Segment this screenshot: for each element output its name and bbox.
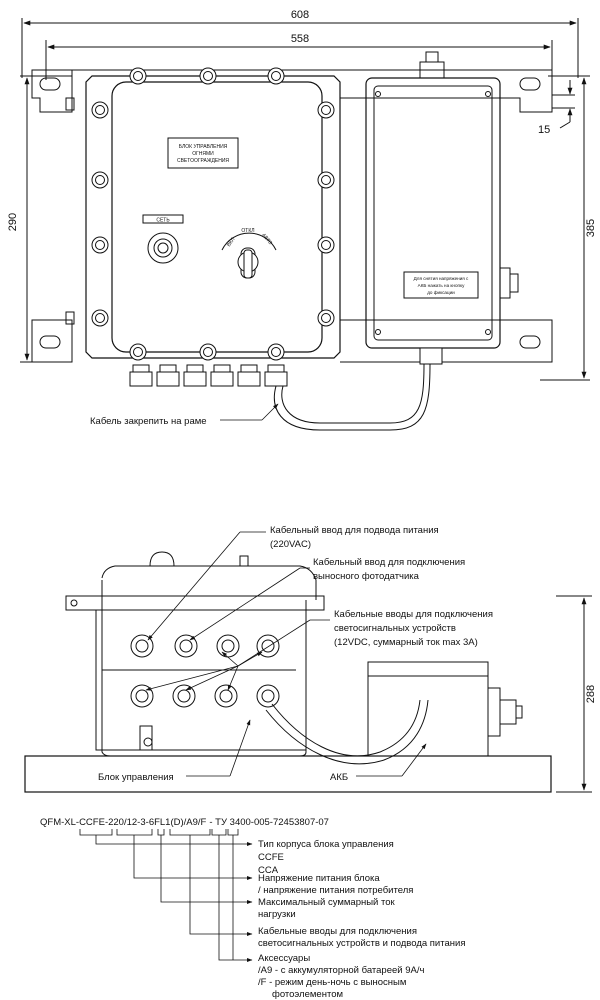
- desc5-line-4: фотоэлементом: [272, 989, 343, 1000]
- dim-385-label: 385: [585, 219, 597, 237]
- cable-top: [273, 363, 431, 431]
- nameplate-line-1: БЛОК УПРАВЛЕНИЯ: [179, 144, 228, 150]
- callout-signal-line-1: Кабельные вводы для подключения: [334, 609, 493, 620]
- label-control-unit: Блок управления: [98, 772, 174, 783]
- dim-558-label: 558: [291, 33, 309, 45]
- side-view: [24, 531, 592, 793]
- battery-note-line-3: до фиксации: [427, 290, 455, 295]
- cable-note: Кабель закрепить на раме: [90, 416, 207, 427]
- dimension-608: [21, 18, 579, 78]
- battery-box-top: [365, 51, 519, 365]
- dimension-290: [20, 75, 72, 363]
- desc3-line-2: нагрузки: [258, 909, 296, 920]
- desc5-line-3: /F - режим день-ночь с выносным: [258, 977, 406, 988]
- desc1-line-3: CCA: [258, 865, 279, 876]
- switch-auto-label: АВТО: [260, 232, 273, 246]
- callout-lines-side: [145, 531, 427, 777]
- switch-on-label: ВКЛ: [226, 237, 236, 248]
- net-label: СЕТЬ: [156, 218, 170, 224]
- mounting-rail-top: [31, 69, 553, 113]
- callout-signal-line-3: (12VDC, суммарный ток max 3A): [334, 637, 478, 648]
- control-unit-housing: [85, 67, 341, 361]
- desc3-line-1: Максимальный суммарный ток: [258, 897, 396, 908]
- desc5-line-2: /A9 - с аккумуляторной батареей 9А/ч: [258, 965, 424, 976]
- battery-box-side: [367, 661, 523, 757]
- nameplate-line-2: ОГНЯМИ: [192, 151, 214, 157]
- desc1-line-1: Тип корпуса блока управления: [258, 839, 394, 850]
- label-battery: АКБ: [330, 772, 348, 783]
- order-code-leaders: [79, 829, 253, 962]
- dim-608-label: 608: [291, 9, 309, 21]
- switch-off-label: ОТКЛ: [241, 228, 254, 234]
- callout-photo-line-2: выносного фотодатчика: [313, 571, 420, 582]
- battery-note-line-2: АКБ нажать на кнопку: [418, 283, 465, 288]
- cable-glands-top: [129, 364, 288, 387]
- callout-power-line-1: Кабельный ввод для подвода питания: [270, 525, 439, 536]
- desc5-line-1: Аксессуары: [258, 953, 310, 964]
- callout-photo-line-1: Кабельный ввод для подключения: [313, 557, 465, 568]
- battery-note-line-1: Для снятия напряжения с: [414, 276, 469, 281]
- desc4-line-1: Кабельные вводы для подключения: [258, 926, 417, 937]
- order-code-string: QFM-XL-CCFE-220/12-3-6FL1(D)/A9/F- ТУ 34…: [40, 817, 329, 828]
- desc1-line-2: CCFE: [258, 852, 284, 863]
- callout-signal-line-2: светосигнальных устройств: [334, 623, 456, 634]
- dimension-385: [540, 75, 590, 381]
- mounting-rail-bottom: [31, 311, 553, 363]
- order-code: QFM-XL-CCFE-220/12-3-6FL1(D)/A9/F- ТУ 34…: [40, 817, 329, 828]
- nameplate-line-3: СВЕТООГРАЖДЕНИЯ: [177, 158, 229, 164]
- callout-power-line-2: (220VAC): [270, 539, 311, 550]
- dim-15-label: 15: [538, 124, 550, 136]
- dim-288-label: 288: [585, 685, 597, 703]
- desc4-line-2: светосигнальных устройств и подвода пита…: [258, 938, 465, 949]
- dimension-558: [45, 40, 553, 80]
- top-view: [20, 18, 590, 431]
- control-unit-side: [65, 551, 325, 757]
- dimension-15: [552, 80, 575, 129]
- dim-290-label: 290: [7, 213, 19, 231]
- desc2-line-2: / напряжение питания потребителя: [258, 885, 413, 896]
- desc2-line-1: Напряжение питания блока: [258, 873, 380, 884]
